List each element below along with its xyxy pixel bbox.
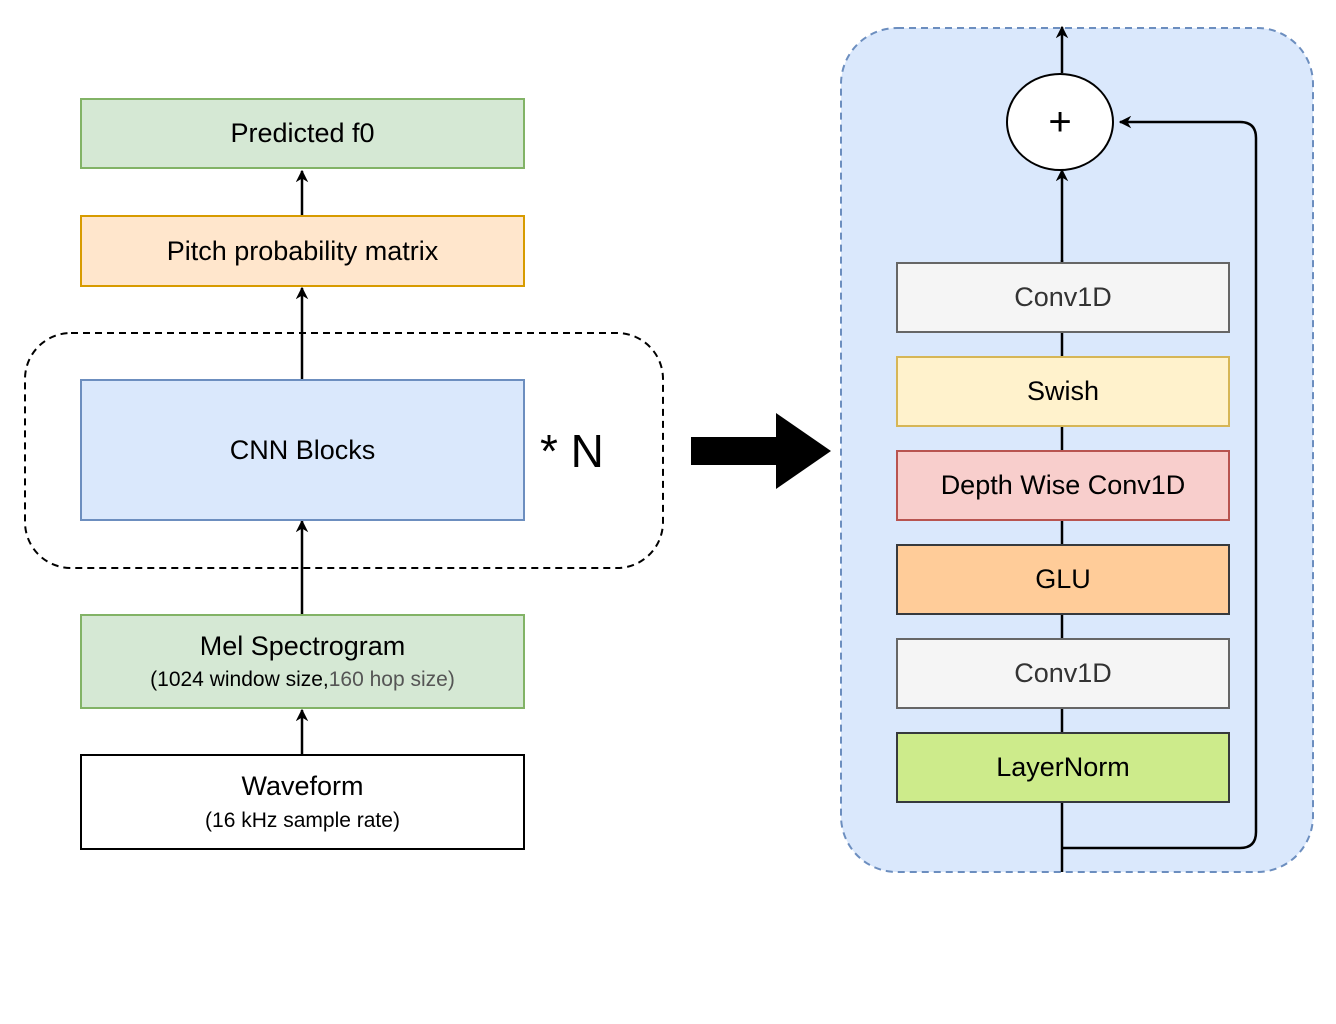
- layer-label: LayerNorm: [996, 752, 1130, 783]
- layer-conv1d-bottom: Conv1D: [896, 638, 1230, 709]
- waveform-box: Waveform (16 kHz sample rate): [80, 754, 525, 850]
- layer-glu: GLU: [896, 544, 1230, 615]
- layer-label: Depth Wise Conv1D: [940, 470, 1186, 501]
- repeat-n-label: * N: [540, 425, 604, 477]
- layer-label: GLU: [1035, 564, 1091, 595]
- mel-hop-size: 160 hop size): [328, 668, 455, 692]
- predicted-f0-box: Predicted f0: [80, 98, 525, 169]
- layer-label: Swish: [1026, 376, 1100, 407]
- waveform-title: Waveform: [241, 771, 364, 802]
- mel-spectrogram-detail: (1024 window size,160 hop size): [150, 666, 455, 693]
- residual-connection: [1062, 115, 1258, 850]
- layer-layernorm: LayerNorm: [896, 732, 1230, 803]
- repeat-group-outline: [24, 332, 664, 569]
- mel-spectrogram-title: Mel Spectrogram: [199, 630, 406, 661]
- layer-depthwise-conv1d: Depth Wise Conv1D: [896, 450, 1230, 521]
- waveform-detail: (16 kHz sample rate): [205, 808, 400, 832]
- layer-swish: Swish: [896, 356, 1230, 427]
- sum-symbol: +: [1048, 99, 1072, 144]
- expand-arrow: [691, 413, 831, 489]
- layer-label: Conv1D: [1014, 282, 1112, 313]
- layer-conv1d-top: Conv1D: [896, 262, 1230, 333]
- pitch-probability-label: Pitch probability matrix: [166, 235, 439, 266]
- layer-label: Conv1D: [1014, 658, 1112, 689]
- predicted-f0-label: Predicted f0: [230, 118, 375, 149]
- pitch-probability-box: Pitch probability matrix: [80, 215, 525, 287]
- cnn-blocks-label: CNN Blocks: [229, 434, 376, 465]
- mel-window-size: (1024 window size,: [150, 668, 329, 692]
- cnn-blocks-box: CNN Blocks: [80, 379, 525, 521]
- mel-spectrogram-box: Mel Spectrogram (1024 window size,160 ho…: [80, 614, 525, 709]
- sum-node: [1006, 73, 1114, 171]
